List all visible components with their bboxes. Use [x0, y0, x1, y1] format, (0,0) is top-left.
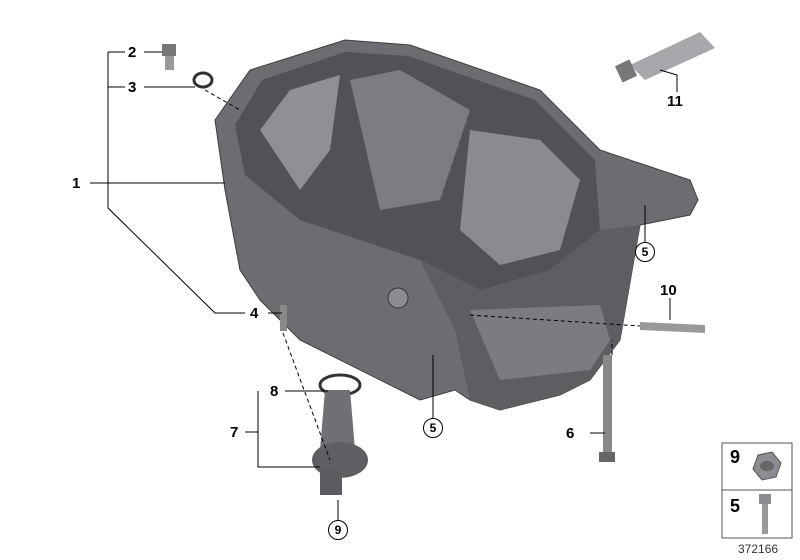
- long-bolt[interactable]: [603, 355, 612, 455]
- callout-8: 8: [270, 383, 279, 400]
- oil-level-sensor[interactable]: [312, 373, 368, 495]
- callout-1: 1: [72, 175, 81, 192]
- callout-5-upper: 5: [635, 242, 655, 262]
- legend-label-bolt: 5: [730, 496, 741, 516]
- stud-bolt[interactable]: [640, 322, 705, 333]
- hardware-legend-box: [721, 442, 793, 539]
- leader-lines: [90, 51, 678, 520]
- callout-9: 9: [328, 520, 348, 540]
- callout-5-lower: 5: [423, 418, 443, 438]
- seal-ring[interactable]: [192, 71, 214, 89]
- callout-6: 6: [566, 425, 575, 442]
- callout-4: 4: [250, 305, 259, 322]
- callout-7: 7: [230, 424, 239, 441]
- legend-label-nut: 9: [730, 447, 741, 467]
- callout-10: 10: [660, 282, 677, 299]
- oil-pan[interactable]: [214, 39, 699, 411]
- drain-plug[interactable]: [162, 44, 176, 70]
- callout-11: 11: [667, 93, 683, 110]
- document-number: 372166: [738, 542, 779, 556]
- dowel-pin[interactable]: [280, 305, 287, 331]
- callout-3: 3: [128, 79, 137, 96]
- sealant-tube[interactable]: [630, 32, 715, 80]
- callout-2: 2: [128, 44, 137, 61]
